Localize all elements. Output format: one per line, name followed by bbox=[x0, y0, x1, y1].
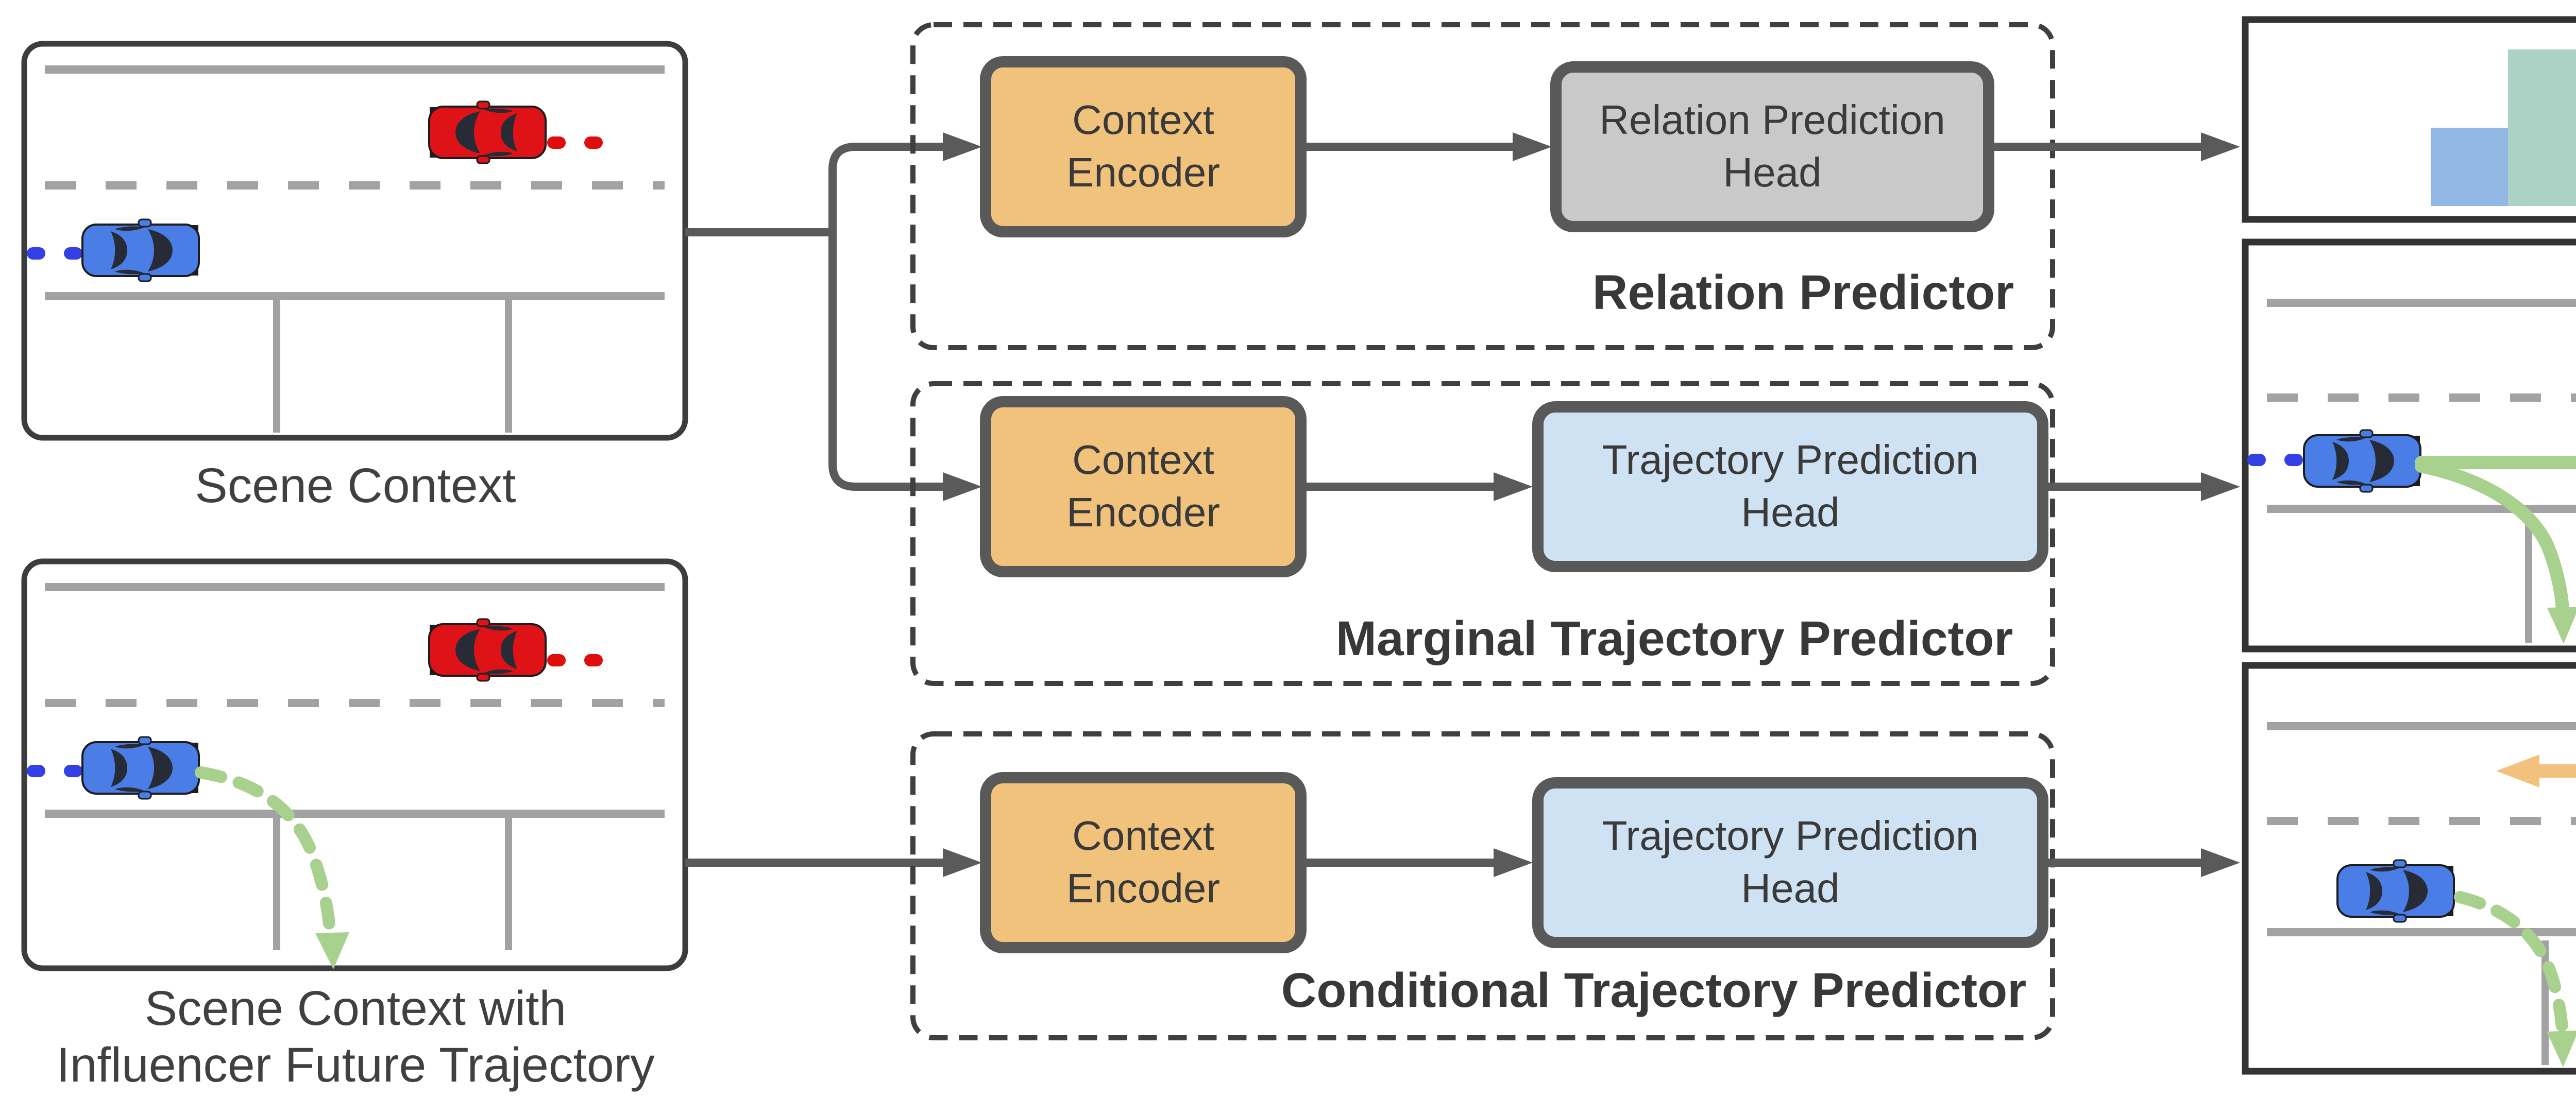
trajectory-prediction-head-block bbox=[1532, 777, 2048, 948]
arrowhead-icon bbox=[1494, 848, 1533, 877]
context-encoder-label-line2: Encoder bbox=[1066, 865, 1220, 911]
relation-predictor-region: Context Encoder Relation Prediction Head… bbox=[910, 22, 2240, 350]
conditional-predictor-dashed-box bbox=[910, 731, 2055, 1040]
orange-arrowhead-icon bbox=[2496, 755, 2539, 787]
trajectory-head-label-line2: Head bbox=[1741, 865, 1839, 911]
relation-predictor-dashed-box bbox=[910, 22, 2055, 350]
arrowhead-icon bbox=[2201, 132, 2240, 161]
trajectory-head-label-line1: Trajectory Prediction bbox=[1602, 437, 1979, 483]
green-arrowhead-icon bbox=[2547, 607, 2576, 644]
red-car-icon bbox=[428, 100, 547, 164]
histogram-bar bbox=[2431, 128, 2508, 206]
context-encoder-block bbox=[980, 772, 1307, 953]
relation-head-label-line2: Head bbox=[1723, 149, 1821, 195]
marginal-trajectory-turn bbox=[2415, 459, 2569, 617]
branch-connector bbox=[828, 143, 943, 491]
context-encoder-label-line2: Encoder bbox=[1066, 489, 1220, 535]
trajectory-head-label-line1: Trajectory Prediction bbox=[1602, 813, 1979, 859]
blue-car-icon bbox=[2303, 429, 2421, 493]
relation-predictor-title: Relation Predictor bbox=[1592, 265, 2014, 320]
red-car-icon bbox=[428, 618, 547, 682]
input-connectors bbox=[685, 132, 982, 877]
context-encoder-label-line1: Context bbox=[1072, 97, 1214, 143]
arrowhead-icon bbox=[1494, 472, 1533, 501]
context-encoder-label-line1: Context bbox=[1072, 813, 1214, 859]
green-arrowhead-icon bbox=[2547, 1031, 2576, 1067]
arrowhead-icon bbox=[943, 472, 982, 501]
histogram-bar bbox=[2508, 49, 2576, 206]
influencer-future-trajectory-dashed bbox=[195, 766, 336, 942]
arrowhead-icon bbox=[2201, 472, 2240, 501]
marginal-predictor-dashed-box bbox=[910, 381, 2055, 686]
arrowhead-icon bbox=[943, 848, 982, 877]
marginal-output-panel bbox=[2242, 238, 2576, 653]
context-encoder-label-line1: Context bbox=[1072, 437, 1214, 483]
relation-prediction-head-block bbox=[1550, 61, 1994, 232]
arrowhead-icon bbox=[2201, 848, 2240, 877]
arrowhead-icon bbox=[943, 132, 982, 161]
conditional-output-panel bbox=[2242, 662, 2576, 1075]
trajectory-head-label-line2: Head bbox=[1741, 489, 1839, 535]
blue-car-icon bbox=[81, 218, 200, 282]
marginal-predictor-title: Marginal Trajectory Predictor bbox=[1336, 611, 2013, 666]
relation-head-label-line1: Relation Prediction bbox=[1599, 97, 1945, 143]
scene-context-caption: Scene Context bbox=[195, 458, 516, 513]
conditional-predictor-title: Conditional Trajectory Predictor bbox=[1281, 963, 2026, 1018]
context-encoder-block bbox=[980, 56, 1307, 237]
arrowhead-icon bbox=[1513, 132, 1552, 161]
scene-context-future-panel: Scene Context with Influencer Future Tra… bbox=[21, 558, 688, 1092]
blue-car-icon bbox=[2336, 859, 2455, 923]
relation-output-panel bbox=[2242, 16, 2576, 223]
green-arrowhead-icon bbox=[315, 932, 349, 969]
context-encoder-label-line2: Encoder bbox=[1066, 149, 1220, 195]
context-encoder-block bbox=[980, 396, 1307, 577]
scene-context-future-caption-line1: Scene Context with bbox=[145, 981, 567, 1036]
blue-car-icon bbox=[81, 736, 200, 800]
conditional-predictor-region: Context Encoder Trajectory Prediction He… bbox=[910, 731, 2240, 1040]
scene-context-future-caption-line2: Influencer Future Trajectory bbox=[56, 1038, 655, 1092]
trajectory-prediction-head-block bbox=[1532, 401, 2048, 572]
influencer-future-trajectory-dashed bbox=[2454, 891, 2569, 1041]
scene-context-panel: Scene Context bbox=[21, 41, 688, 513]
marginal-predictor-region: Context Encoder Trajectory Prediction He… bbox=[910, 381, 2240, 686]
